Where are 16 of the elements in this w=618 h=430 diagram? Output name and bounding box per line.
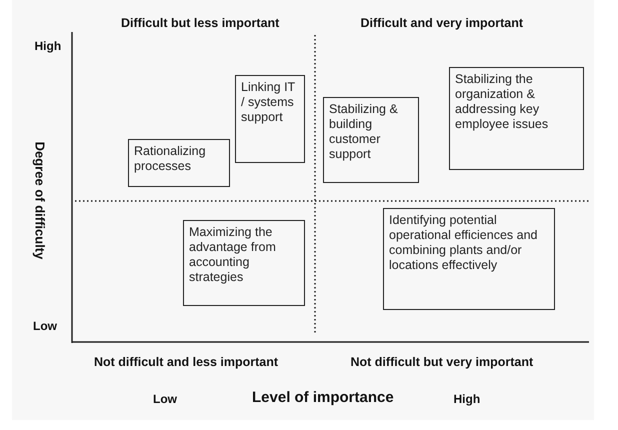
axis-title: Level of importance xyxy=(252,388,394,406)
quadrant-title: Not difficult and less important xyxy=(94,355,278,369)
axis-tick-label: High xyxy=(34,39,62,53)
quadrant-title: Not difficult but very important xyxy=(350,355,534,369)
strategy-box: Stabilizing & building customer support xyxy=(323,97,419,183)
strategy-box: Identifying potential operational efficiences and combining plants and/or locations effectively xyxy=(383,208,555,310)
strategy-box: Maximizing the advantage from accounting strategies xyxy=(183,220,305,306)
strategy-box: Rationalizing processes xyxy=(128,139,230,187)
quadrant-title: Difficult and very important xyxy=(360,16,524,30)
axis-tick-label: Low xyxy=(33,319,57,333)
axis-tick-label: High xyxy=(454,392,480,406)
axis-title: Degree of difficulty xyxy=(32,141,48,259)
quadrant-title: Difficult but less important xyxy=(121,16,280,30)
strategy-box: Stabilizing the organization & addressing key employee issues xyxy=(449,67,584,170)
axis-tick-label: Low xyxy=(153,392,177,406)
strategy-box: Linking IT / systems support xyxy=(235,75,305,163)
